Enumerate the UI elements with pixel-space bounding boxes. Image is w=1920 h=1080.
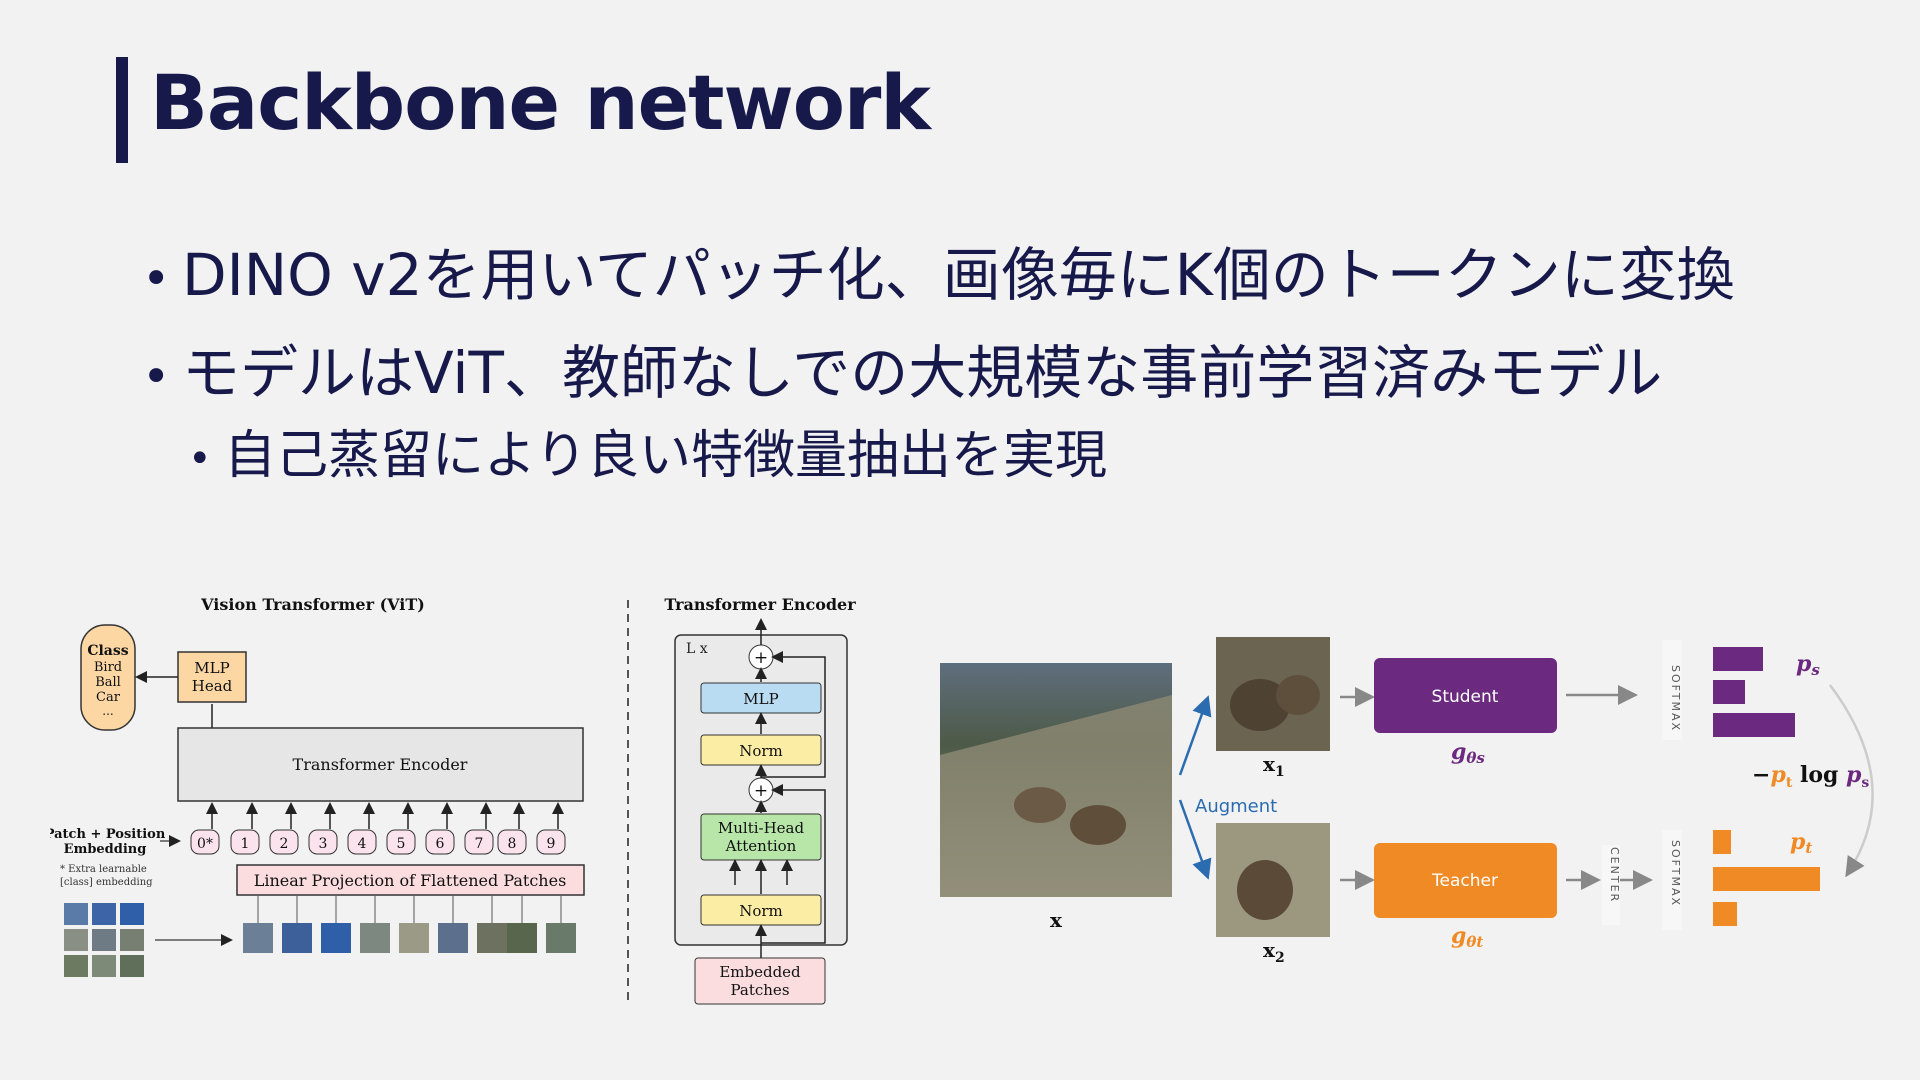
class-label: Class [87,643,128,659]
token-2: 2 [280,836,289,852]
token-9: 9 [547,836,556,852]
transformer-encoder-box [177,727,584,802]
mlp-head-line2: Head [192,677,233,695]
token-4: 4 [358,836,367,852]
bullet-dot: • [142,250,171,307]
bullet-2-text: モデルはViT、教師なしでの大規模な事前学習済みモデル [182,339,1663,407]
bullet-dot: • [142,348,171,405]
softmax-student: SOFTMAX [1669,665,1682,732]
augment-label: Augment [1195,796,1277,817]
dino-figure: x x1 x2 Augment Student gθs Teacher gθt … [940,637,1874,966]
transformer-encoder-label: Transformer Encoder [293,755,468,774]
token-6: 6 [436,836,445,852]
x-label: x [1050,908,1063,932]
encoder-mha-line1: Multi-Head [718,819,805,837]
encoder-add-top: + [754,648,768,668]
mlp-head-line1: MLP [194,659,229,677]
source-image-grid [64,903,144,977]
embedded-line2: Patches [730,981,789,999]
teacher-network [1374,843,1557,918]
teacher-histogram [1713,830,1820,926]
patch-pos-label-2: Embedding [64,842,147,857]
encoder-norm-top-label: Norm [739,742,783,760]
vit-figure: Vision Transformer (ViT) Class Bird Ball… [50,595,856,1005]
student-histogram [1713,647,1795,737]
loss-formula: −pt log ps [1752,762,1869,791]
bullet-dot: • [188,436,212,482]
patch-pos-label-1: Patch + Position [50,827,166,842]
token-row: 0* 1 2 3 4 5 6 7 8 9 [190,829,566,855]
encoder-detail-title: Transformer Encoder [664,595,856,614]
ps-label: ps [1796,651,1820,679]
vit-title: Vision Transformer (ViT) [200,595,425,614]
bullet-1: •DINO v2を用いてパッチ化、画像毎にK個のトークンに変換 [142,228,1735,312]
encoder-norm-bottom-label: Norm [739,902,783,920]
bullet-2: •モデルはViT、教師なしでの大規模な事前学習済みモデル [142,326,1662,410]
g-teacher-label: gθt [1451,923,1483,951]
token-7: 7 [475,836,484,852]
linear-projection-box [236,864,585,896]
bullet-1-text: DINO v2を用いてパッチ化、画像毎にK個のトークンに変換 [182,241,1735,309]
softmax-teacher: SOFTMAX [1669,840,1682,907]
patch-images [243,923,576,953]
teacher-label: Teacher [1431,871,1498,891]
embedded-line1: Embedded [719,963,801,981]
class-ball: Ball [95,675,121,690]
pt-label: pt [1790,829,1812,857]
student-label: Student [1432,687,1499,707]
encoder-repeat: L x [686,641,708,657]
g-student-label: gθs [1451,739,1485,767]
center-op: CENTER [1608,847,1621,903]
encoder-add-mid: + [754,781,768,801]
linear-projection-label: Linear Projection of Flattened Patches [254,871,567,890]
token-0: 0* [197,836,213,852]
class-car: Car [96,690,121,705]
token-8: 8 [508,836,517,852]
sub-bullet-text: 自己蒸留により良い特徴量抽出を実現 [224,426,1107,486]
class-bird: Bird [94,660,122,675]
token-3: 3 [319,836,328,852]
embedded-patches-box [694,957,826,1005]
encoder-mha-line2: Attention [725,837,797,855]
mlp-head-box [177,651,247,703]
token-5: 5 [397,836,406,852]
x2-label: x2 [1263,938,1285,966]
token-1: 1 [241,836,250,852]
extra-note-1: * Extra learnable [60,864,147,875]
class-more: ... [102,704,113,718]
encoder-mlp-label: MLP [743,690,778,708]
student-network [1374,658,1557,733]
title-accent-bar [116,57,128,163]
extra-note-2: [class] embedding [60,877,153,888]
sub-bullet: • 自己蒸留により良い特徴量抽出を実現 [188,413,1107,488]
x1-label: x1 [1263,752,1285,780]
slide-title: Backbone network [150,58,931,147]
